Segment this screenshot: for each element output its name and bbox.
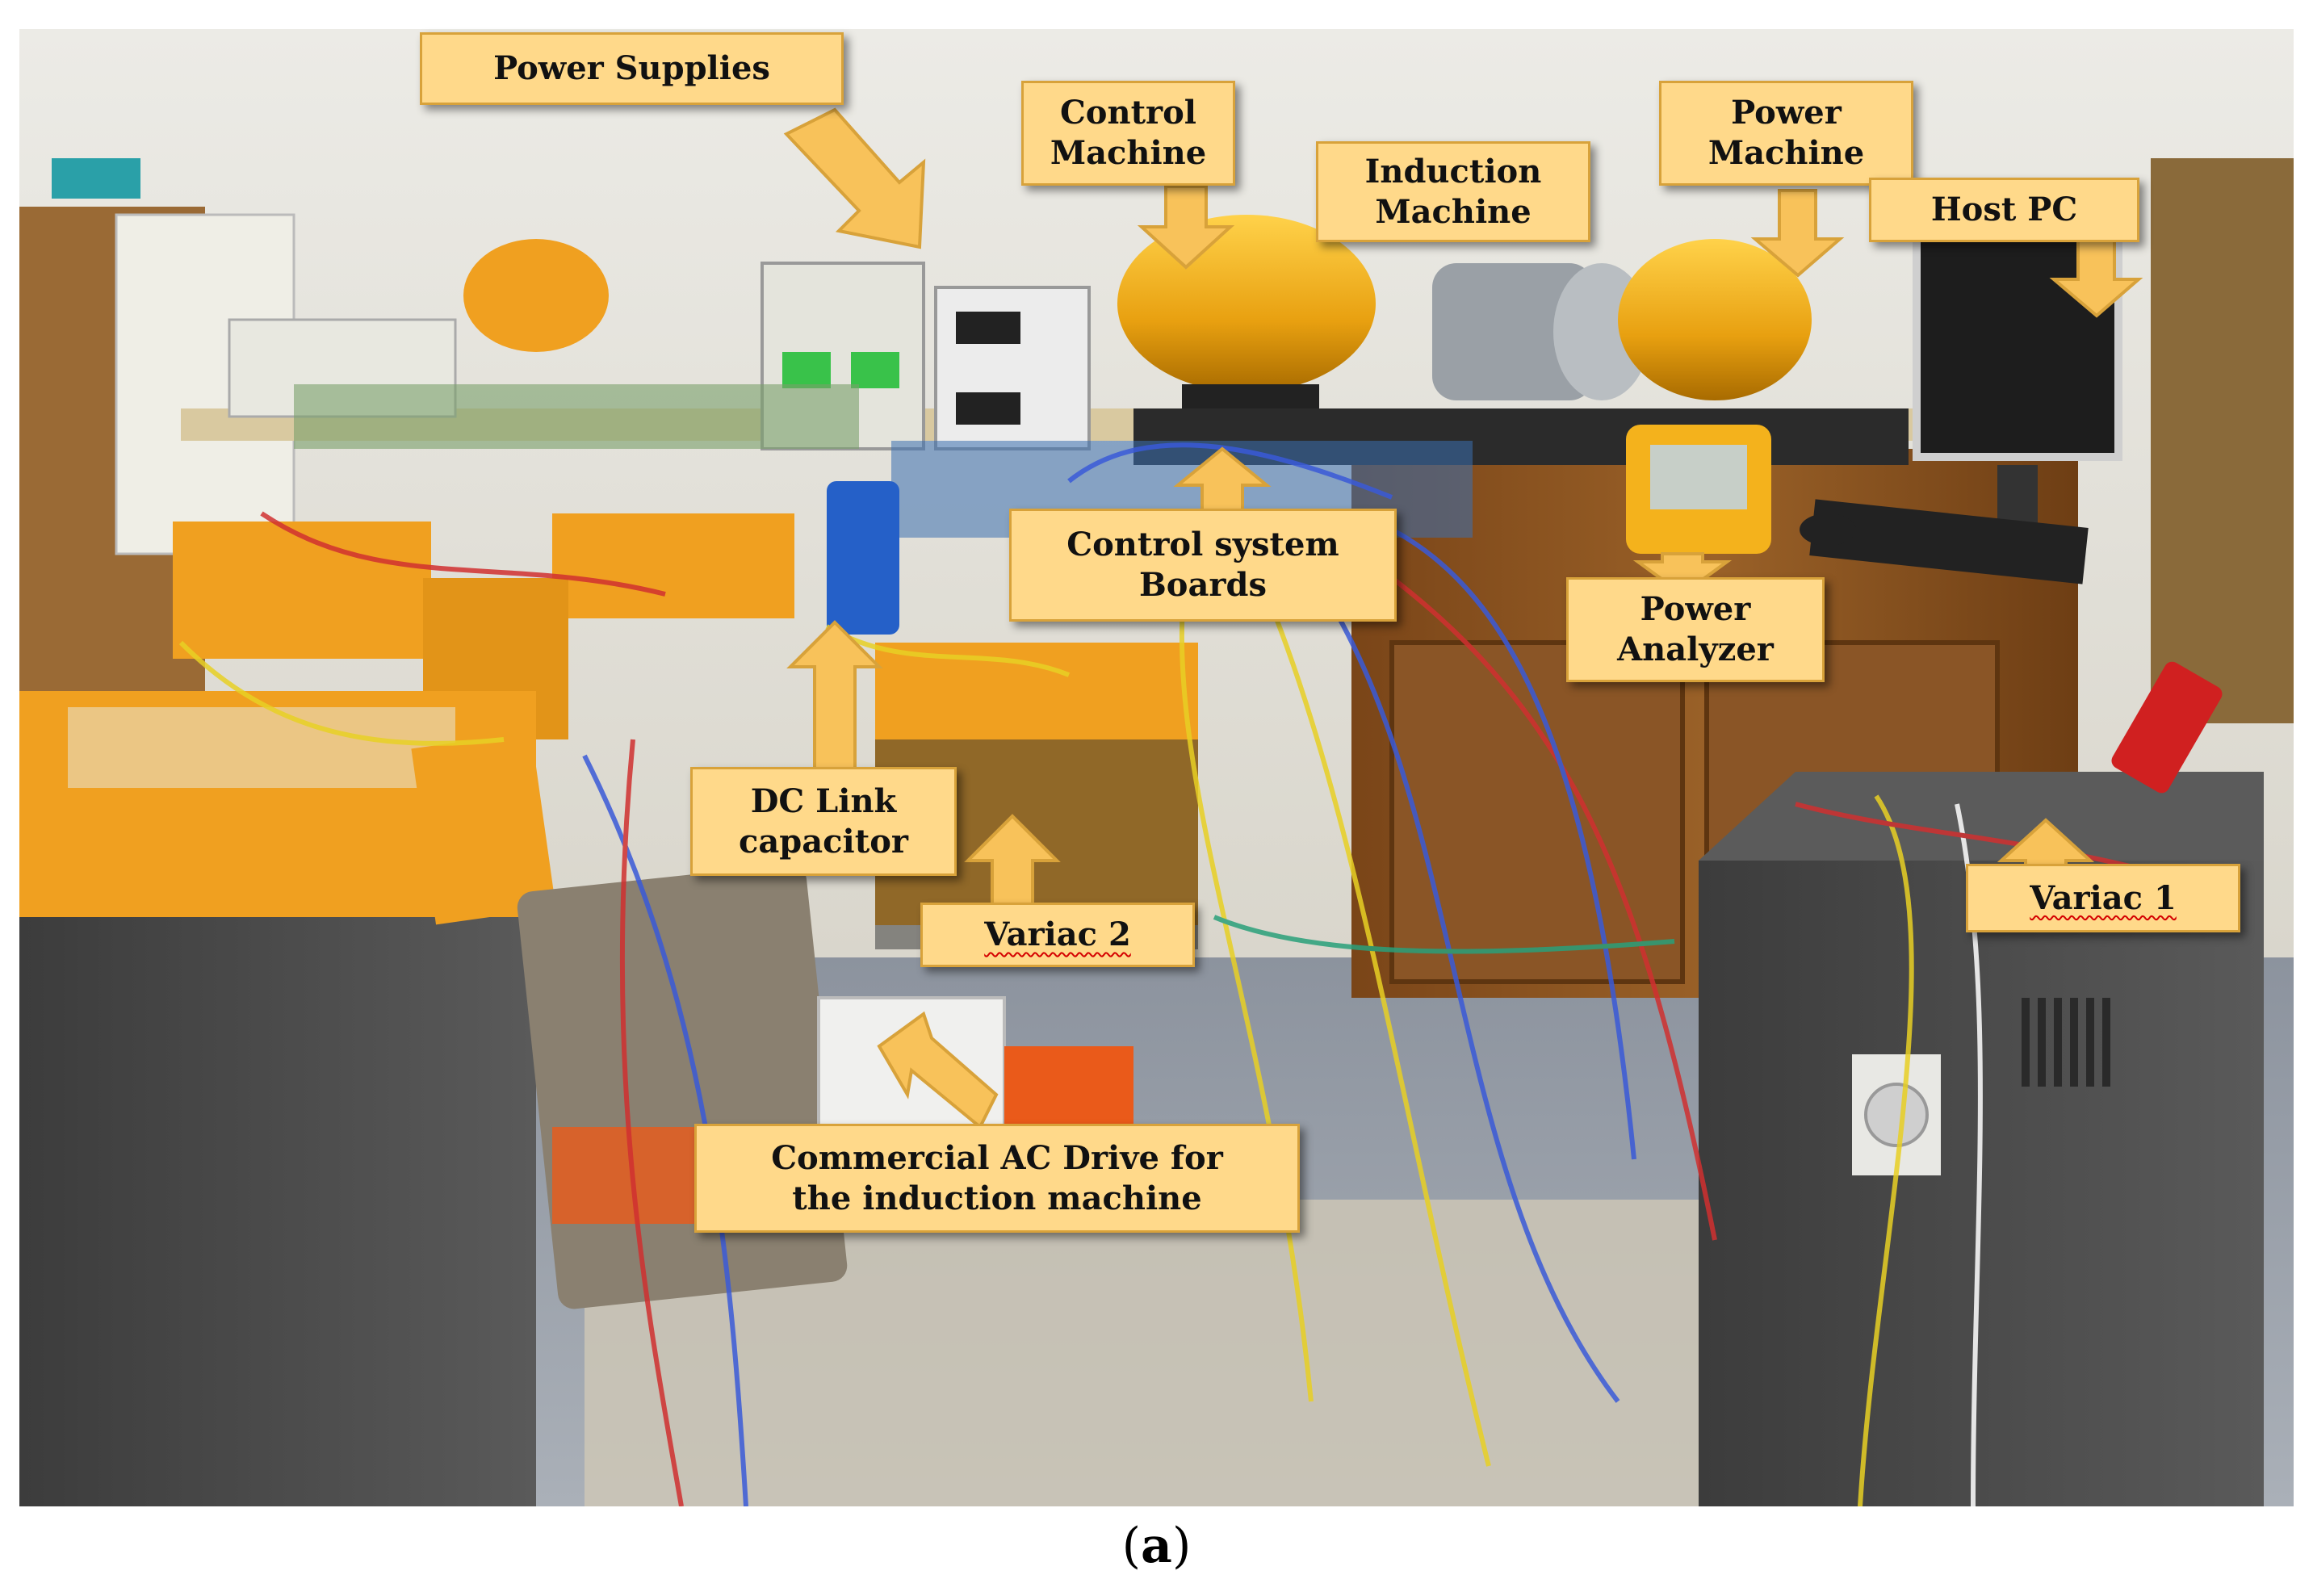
label-variac-2: Variac 2	[920, 903, 1195, 967]
label-induction-machine: Induction Machine	[1316, 141, 1590, 242]
induction-machine-motor	[1432, 263, 1594, 400]
arrow-host-pc	[2049, 237, 2143, 318]
label-dc-link-capacitor: DC Link capacitor	[690, 767, 957, 876]
power-machine-motor	[1618, 239, 1812, 400]
label-variac-1-text: Variac 1	[2030, 878, 2177, 917]
callout-arrows	[783, 107, 2143, 1130]
label-control-machine: Control Machine	[1021, 81, 1235, 186]
chair	[517, 864, 848, 1309]
arrow-power-supplies	[783, 107, 926, 249]
dc-link-capacitor	[827, 481, 899, 635]
caption-close: )	[1171, 1518, 1192, 1574]
keyboard	[1809, 499, 2089, 584]
label-power-machine: Power Machine	[1659, 81, 1913, 186]
label-control-system-boards: Control system Boards	[1009, 509, 1397, 622]
figure-caption: (a)	[0, 1518, 2313, 1574]
arrow-power-machine	[1750, 189, 1845, 278]
arrow-control-machine	[1137, 185, 1235, 270]
arrow-ac-drive	[877, 1011, 999, 1130]
label-variac-2-text: Variac 2	[984, 915, 1131, 953]
label-power-supplies: Power Supplies	[420, 32, 844, 105]
label-host-pc: Host PC	[1869, 178, 2139, 242]
caption-letter: a	[1141, 1518, 1172, 1574]
label-power-analyzer: Power Analyzer	[1566, 577, 1825, 682]
caption-open: (	[1121, 1518, 1142, 1574]
label-commercial-ac-drive: Commercial AC Drive for the induction ma…	[694, 1124, 1300, 1233]
lab-setup-photo	[19, 29, 2294, 1506]
label-variac-1: Variac 1	[1966, 864, 2240, 932]
